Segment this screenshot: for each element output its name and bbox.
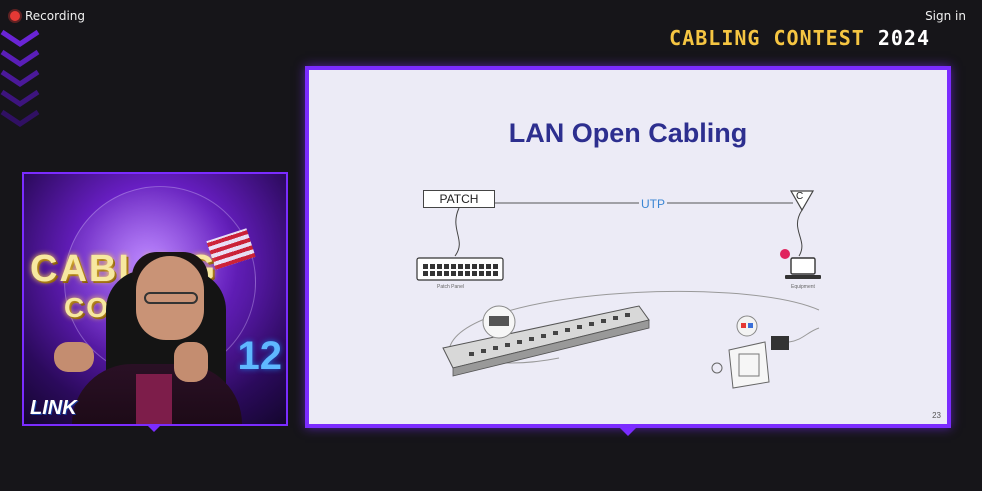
link-logo: LINK xyxy=(30,397,77,419)
slide-notch xyxy=(618,426,638,436)
contest-title-text: CABLING CONTEST xyxy=(669,26,865,50)
camera-notch xyxy=(146,424,162,432)
overlay-number: 12 xyxy=(237,334,283,378)
presenter-hand-left xyxy=(54,342,94,372)
laptop-caption: Equipment xyxy=(791,284,815,290)
record-icon xyxy=(10,11,20,21)
presenter-hand-right xyxy=(174,342,208,382)
slide-title: LAN Open Cabling xyxy=(508,118,748,148)
presenter-shirt xyxy=(136,374,172,424)
presenter-video[interactable]: CABLING CONTEST 12 LINK xyxy=(22,172,288,426)
panel-caption: Patch Panel xyxy=(437,284,464,290)
sign-in-button[interactable]: Sign in xyxy=(925,9,966,23)
recording-indicator: Recording xyxy=(10,9,85,23)
patch-label: PATCH xyxy=(423,190,495,208)
contest-title: CABLING CONTEST 2024 xyxy=(669,26,930,50)
recording-label: Recording xyxy=(25,9,86,23)
cabling-diagram xyxy=(416,190,821,389)
presenter-glasses xyxy=(144,292,198,304)
shared-slide[interactable]: LAN Open Cabling xyxy=(305,66,951,428)
contest-title-year: 2024 xyxy=(877,26,930,50)
outlet-label: C xyxy=(796,191,804,202)
chevron-decoration-icon xyxy=(0,29,40,128)
slide-page-number: 23 xyxy=(932,411,941,420)
utp-label: UTP xyxy=(639,197,667,211)
